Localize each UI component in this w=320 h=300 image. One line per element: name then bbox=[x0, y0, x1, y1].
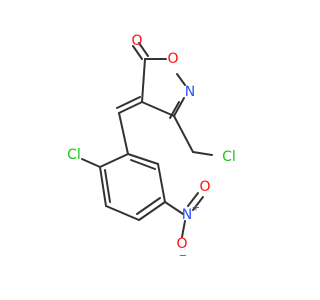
bond-nitro-o-bottom bbox=[181, 220, 186, 238]
bond-ar3-ar4 bbox=[105, 205, 140, 221]
nitro-bonds bbox=[164, 192, 204, 238]
bond-ar2-ar3-double bbox=[104, 169, 111, 203]
bond-c4-methine-double bbox=[116, 96, 141, 109]
bond-n2-c3 bbox=[173, 97, 185, 117]
bond-c3-c4 bbox=[141, 101, 175, 117]
atom-cl-aryl: Cl bbox=[67, 147, 81, 163]
nitro-o-charge: − bbox=[179, 251, 187, 262]
bond-c5-carbonyl-double bbox=[138, 42, 149, 57]
bond-nitro-o-top-double bbox=[192, 196, 204, 211]
chloromethyl-bonds bbox=[173, 115, 213, 156]
molecule-structure: O O N Cl Cl N + O O − bbox=[67, 33, 236, 262]
atom-o-ring: O bbox=[167, 51, 178, 67]
bond-nitro-o-top bbox=[187, 192, 199, 207]
atom-n-ring: N bbox=[185, 84, 195, 100]
structure-canvas: O O N Cl Cl N + O O − bbox=[67, 33, 236, 262]
atom-o-nitro-bottom: O bbox=[176, 236, 187, 252]
carbonyl-bonds bbox=[132, 42, 149, 60]
bond-ch2-cl bbox=[192, 151, 213, 156]
atom-o-carbonyl: O bbox=[131, 33, 142, 49]
bond-ar4-ar5-double bbox=[136, 197, 161, 215]
bond-c4-methine bbox=[118, 101, 143, 114]
atom-n-nitro: N bbox=[182, 207, 192, 223]
isoxazolone-ring-bonds bbox=[141, 58, 186, 119]
bond-c3-ch2 bbox=[173, 115, 194, 153]
bond-ar5-ar6 bbox=[157, 163, 166, 203]
bond-ar5-nitro bbox=[164, 201, 184, 215]
bond-o1-n2 bbox=[176, 73, 186, 86]
bond-ar4-ar5 bbox=[138, 201, 166, 221]
benzene-ring-bonds bbox=[99, 153, 166, 221]
nitro-n-charge: + bbox=[192, 203, 200, 214]
bond-c4-c5 bbox=[141, 58, 146, 103]
exocyclic-double-bond bbox=[116, 96, 143, 114]
atom-cl-methyl: Cl bbox=[222, 149, 236, 165]
bond-ar1-ar2 bbox=[99, 153, 129, 168]
atom-o-nitro-top: O bbox=[199, 179, 210, 195]
bond-ar6-ar1 bbox=[127, 153, 159, 165]
bond-methine-aryl bbox=[118, 112, 129, 155]
bond-ar2-cl bbox=[81, 158, 101, 168]
bond-ar2-ar3 bbox=[99, 166, 107, 207]
bond-ar6-ar1-double bbox=[130, 159, 156, 170]
bond-c5-carbonyl bbox=[132, 45, 143, 60]
